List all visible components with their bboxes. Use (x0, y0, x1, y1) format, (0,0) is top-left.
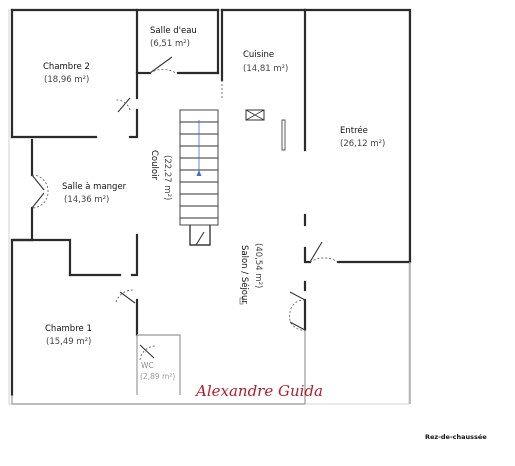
room-name-chambre-2: Chambre 2 (43, 62, 90, 72)
room-area-chambre-1: (15,49 m²) (46, 337, 91, 347)
light-walls (11, 262, 411, 405)
room-name-salon-sejour: Salon / Séjour (239, 245, 250, 304)
doors (31, 56, 339, 361)
room-area-salon-sejour: (40,54 m²) (253, 243, 263, 288)
room-name-salle-eau: Salle d'eau (150, 26, 197, 36)
room-name-cuisine: Cuisine (243, 50, 274, 60)
floor-label: Rez-de-chaussée (425, 433, 487, 441)
room-name-chambre-1: Chambre 1 (45, 324, 92, 334)
kitchen-hob-icon (245, 109, 265, 121)
room-name-entree: Entrée (340, 125, 368, 136)
room-name-wc: WC (141, 361, 154, 370)
wall-outlet (239, 297, 244, 305)
room-area-salle-eau: (6,51 m²) (150, 39, 190, 49)
room-name-couloir: Couloir (149, 150, 159, 180)
room-area-cuisine: (14,81 m²) (243, 64, 288, 74)
room-area-entree: (26,12 m²) (340, 139, 385, 149)
room-area-salle-a-manger: (14,36 m²) (64, 195, 109, 205)
walls (10, 8, 412, 397)
room-area-wc: (2,89 m²) (140, 372, 175, 381)
kitchen-counter (281, 119, 286, 151)
room-area-couloir: (22,27 m²) (162, 155, 172, 200)
staircase (179, 109, 219, 226)
author-signature: Alexandre Guida (194, 382, 323, 400)
room-name-salle-a-manger: Salle à manger (62, 182, 127, 192)
room-area-chambre-2: (18,96 m²) (44, 75, 89, 85)
